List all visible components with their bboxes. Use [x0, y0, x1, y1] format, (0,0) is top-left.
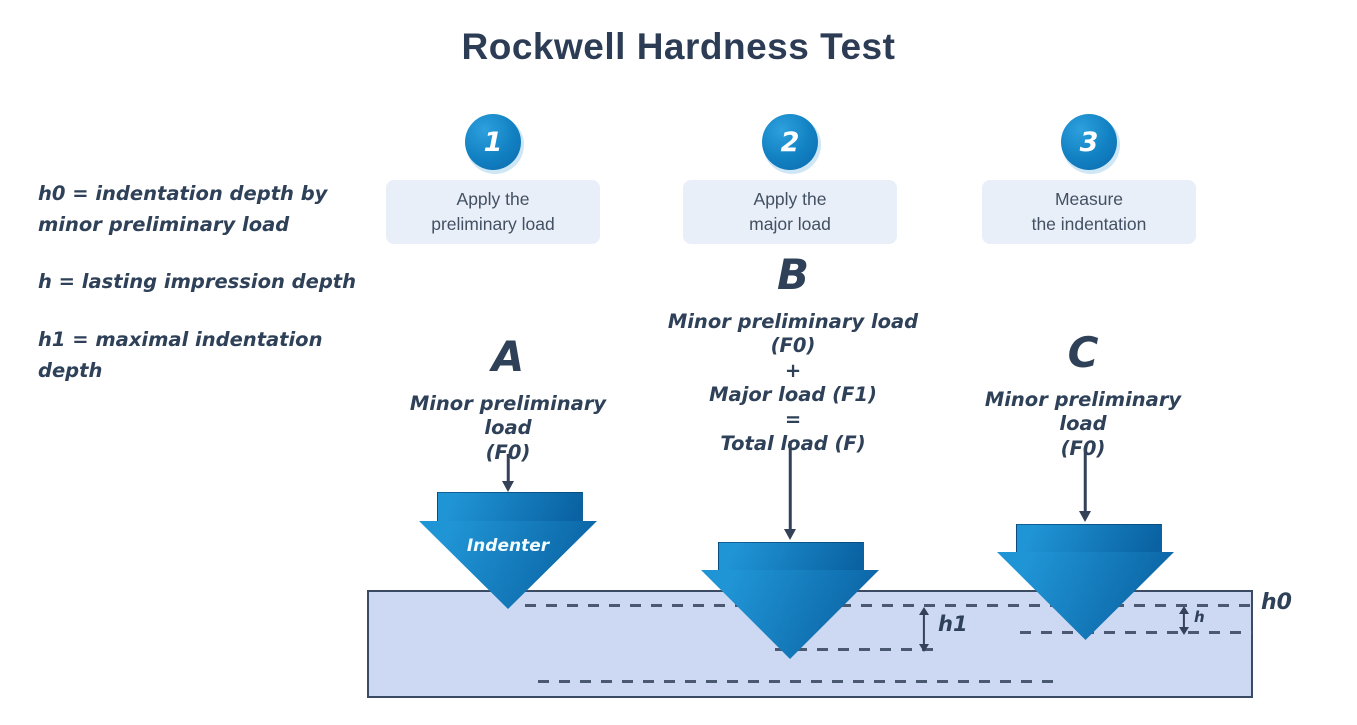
phase-c-load-arrow-icon [1078, 448, 1092, 522]
phase-b-load-label: Minor preliminary load (F0) + Major load… [667, 310, 919, 455]
phase-a-load-arrow-icon [501, 454, 515, 492]
phase-b-load-arrow-icon [783, 441, 797, 540]
h0-depth-label: h0 [1261, 590, 1292, 615]
step-3-label: Measure the indentation [982, 180, 1196, 244]
step-1-badge: 1 [465, 114, 521, 170]
phase-c-load-label: Minor preliminary load (F0) [984, 388, 1182, 460]
step-3-badge: 3 [1061, 114, 1117, 170]
indenter-c-shank [1016, 524, 1162, 553]
legend-h-definition: h = lasting impression depth [38, 270, 356, 293]
h0-depth-dashline [525, 604, 1252, 607]
material-bottom-dashline [538, 680, 1062, 683]
phase-c-letter: C [1067, 328, 1099, 377]
step-2-number: 2 [780, 126, 800, 158]
step-2-badge: 2 [762, 114, 818, 170]
h1-depth-label: h1 [938, 612, 968, 636]
legend-h1-definition: h1 = maximal indentation depth [38, 328, 323, 383]
page-title: Rockwell Hardness Test [461, 26, 896, 67]
h-measure-arrow-icon [1178, 606, 1190, 635]
h-depth-dashline [1020, 631, 1252, 634]
step-1-label: Apply the preliminary load [386, 180, 600, 244]
step-3-number: 3 [1079, 126, 1099, 158]
h-depth-label: h [1194, 608, 1205, 626]
phase-a-letter: A [491, 332, 525, 381]
h1-depth-dashline [775, 648, 935, 651]
step-1-number: 1 [483, 126, 503, 158]
phase-b-letter: B [776, 250, 809, 299]
step-2-label: Apply the major load [683, 180, 897, 244]
indenter-a-shank [437, 492, 583, 522]
indenter-b-shank [718, 542, 864, 572]
h1-measure-arrow-icon [918, 607, 930, 652]
phase-a-load-label: Minor preliminary load (F0) [409, 392, 607, 464]
indenter-a-label: Indenter [466, 536, 550, 556]
legend-h0-definition: h0 = indentation depth by minor prelimin… [38, 182, 328, 237]
